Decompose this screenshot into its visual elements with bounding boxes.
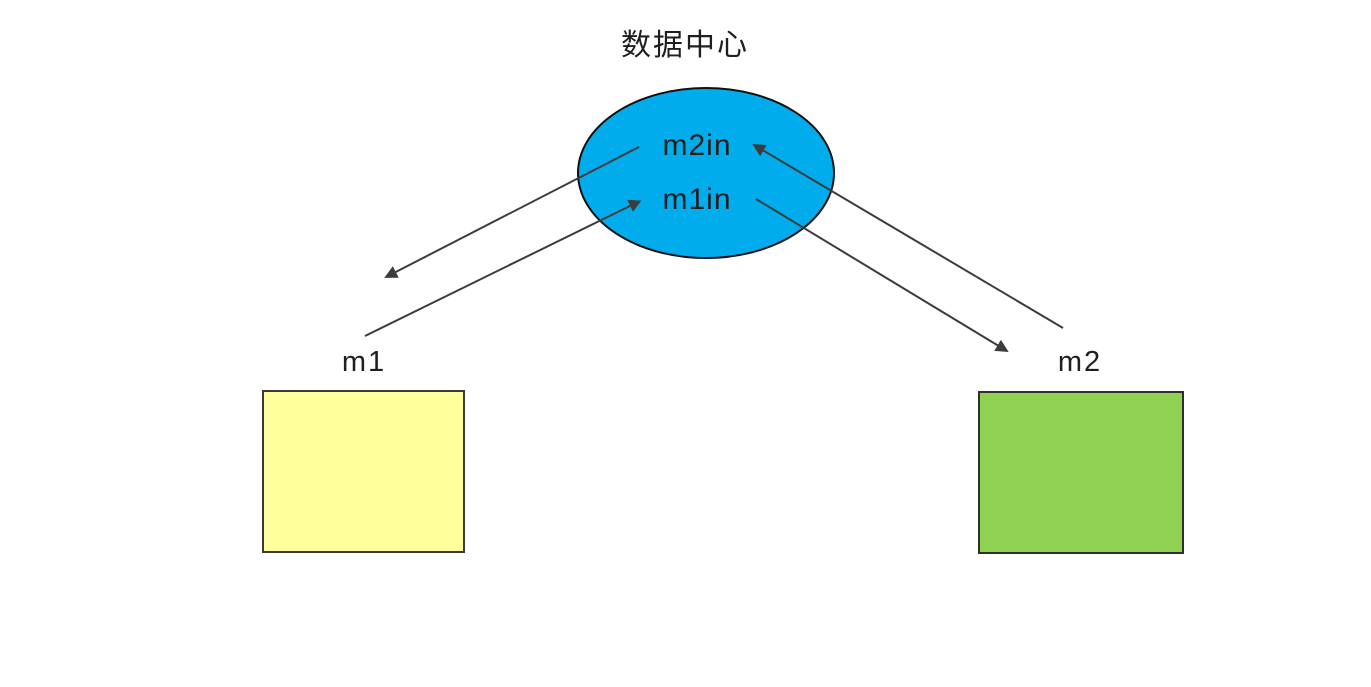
ellipse-label-m2in: m2in	[662, 129, 732, 162]
edge-m1in-to-m2-arrow	[755, 198, 1009, 353]
node-m1-box	[262, 390, 465, 553]
node-m2-box	[978, 391, 1184, 554]
data-center-ellipse	[577, 87, 835, 259]
node-m1-label: m1	[341, 346, 387, 378]
edge-m1-to-m1in-arrow	[364, 200, 642, 337]
ellipse-label-m1in: m1in	[662, 183, 732, 216]
edge-m2in-to-m1-arrow	[384, 146, 640, 278]
edge-m2-to-m2in-arrow	[752, 144, 1064, 329]
diagram-title: 数据中心	[621, 29, 749, 62]
node-m2-label: m2	[1057, 346, 1103, 378]
